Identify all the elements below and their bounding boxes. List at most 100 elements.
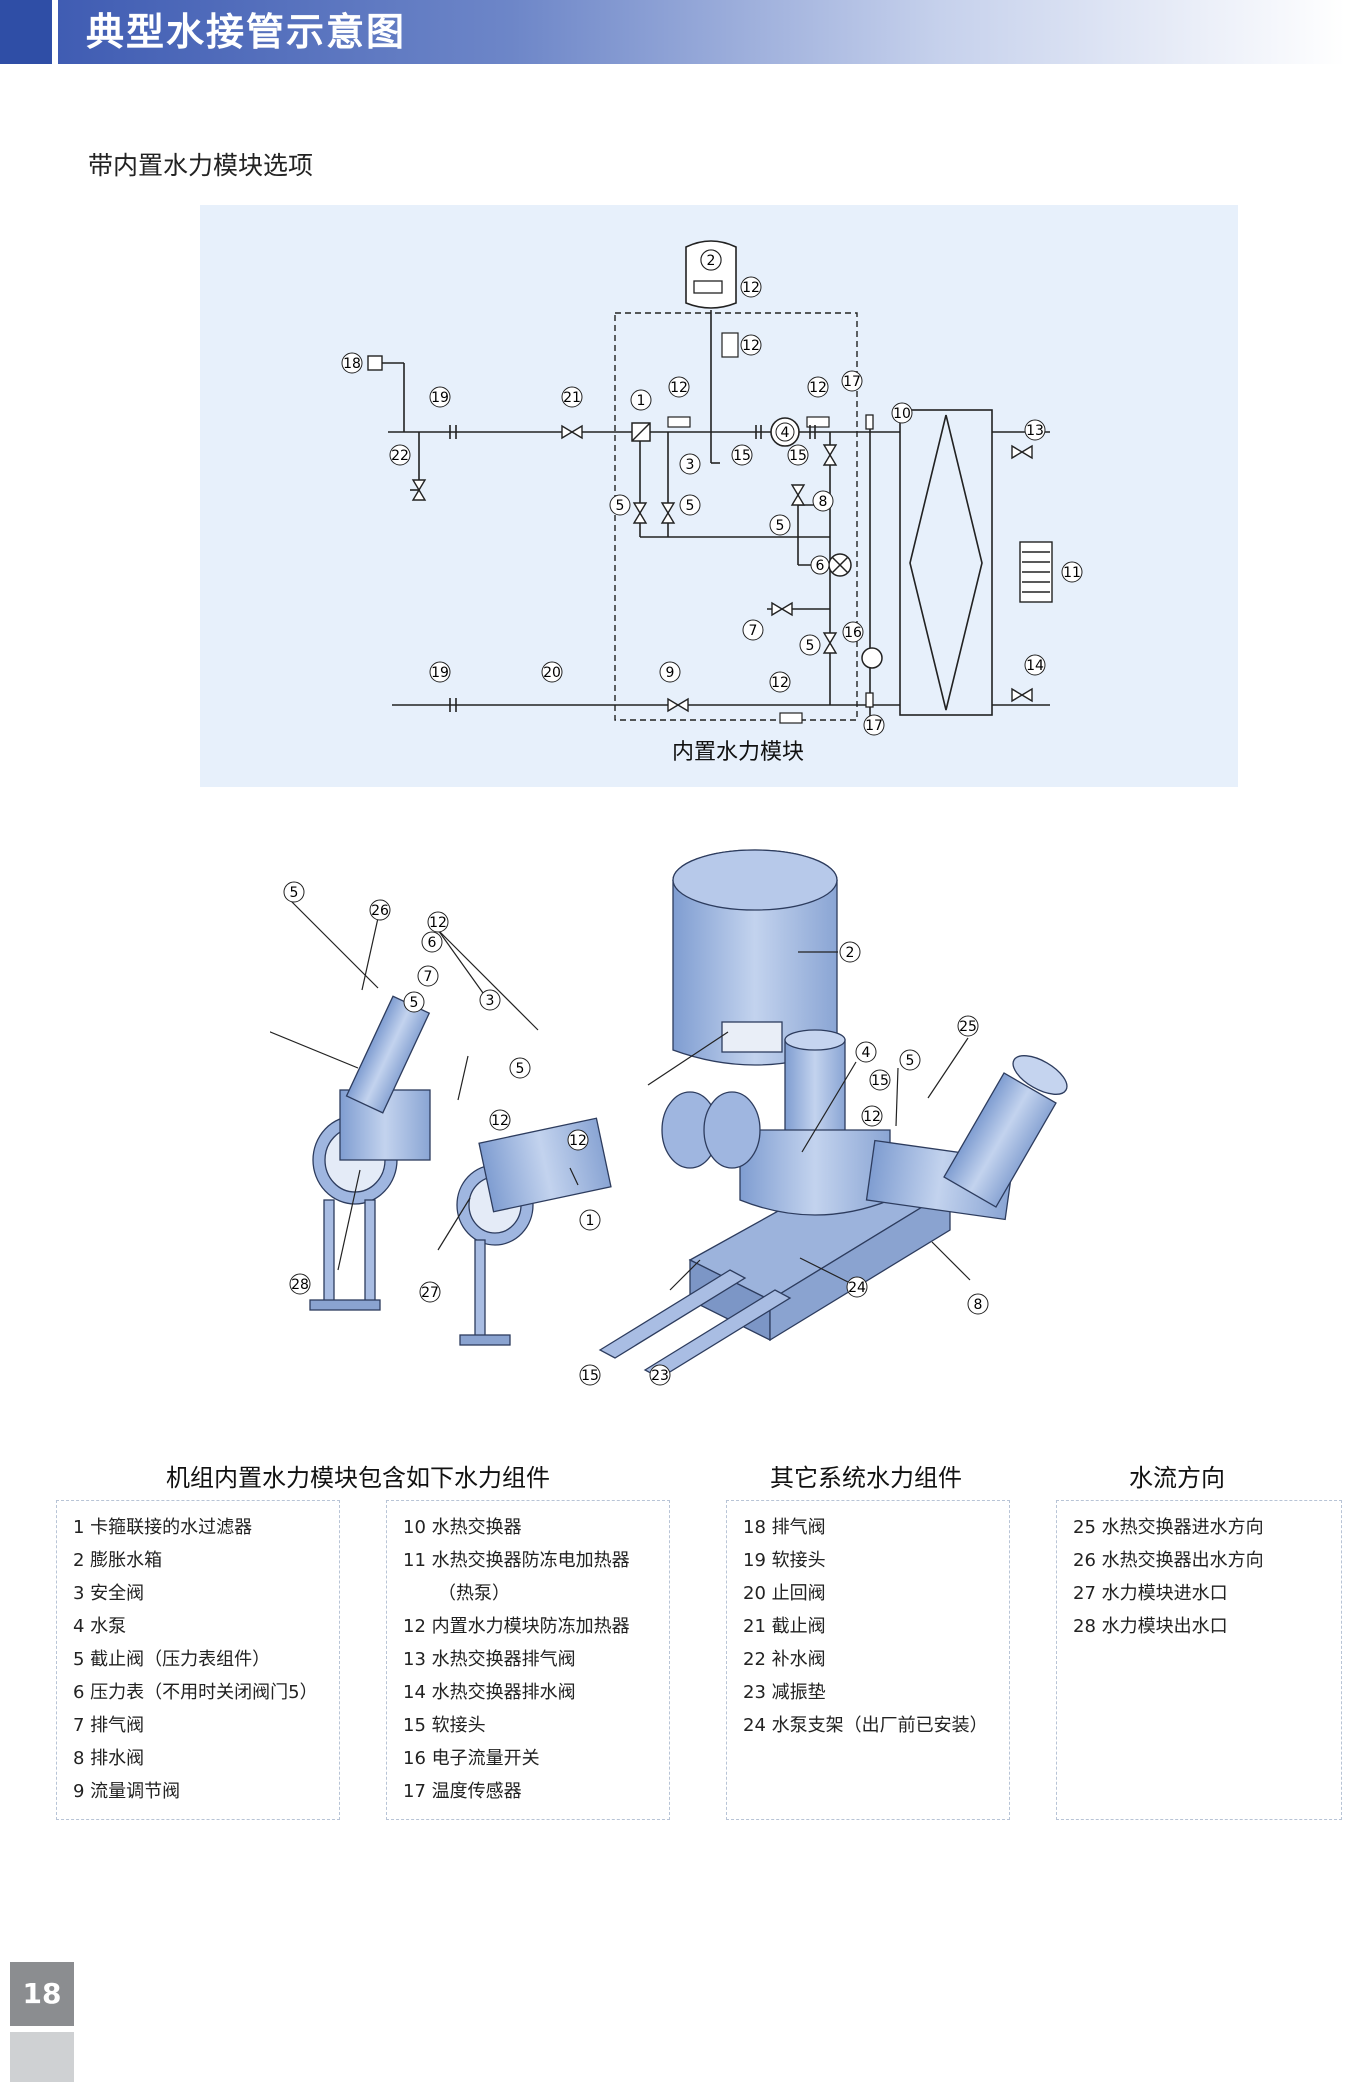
callout-19a: 19 <box>429 386 451 408</box>
pcallout-5d: 5 <box>509 1057 531 1079</box>
callout-12a: 12 <box>740 276 762 298</box>
pcallout-1: 1 <box>579 1209 601 1231</box>
pcallout-15a: 15 <box>869 1069 891 1091</box>
callout-10: 10 <box>891 402 913 424</box>
temp-sensor-icon <box>865 692 874 708</box>
svg-text:6: 6 <box>428 935 437 951</box>
svg-text:5: 5 <box>686 498 695 514</box>
svg-text:5: 5 <box>906 1053 915 1069</box>
svg-text:1: 1 <box>637 393 646 409</box>
callout-19b: 19 <box>429 661 451 683</box>
svg-text:9: 9 <box>666 665 675 681</box>
schematic-svg: 2 12 12 18 19 21 1 12 12 17 10 4 22 3 15… <box>341 240 1083 736</box>
pcallout-4: 4 <box>855 1041 877 1063</box>
callout-6: 6 <box>810 555 830 575</box>
list-item: 27 水力模块进水口 <box>1073 1583 1228 1604</box>
list-item: 9 流量调节阀 <box>73 1781 181 1802</box>
list-item: 4 水泵 <box>73 1616 127 1637</box>
callout-13: 13 <box>1024 419 1046 441</box>
svg-text:14: 14 <box>1026 658 1044 674</box>
list-item: 16 电子流量开关 <box>403 1748 540 1769</box>
list-item: （热泵） <box>438 1583 510 1604</box>
svg-text:2: 2 <box>846 945 855 961</box>
callout-22: 22 <box>389 444 411 466</box>
list-item: 21 截止阀 <box>743 1616 826 1637</box>
svg-text:4: 4 <box>781 425 790 441</box>
list-item: 28 水力模块出水口 <box>1073 1616 1228 1637</box>
svg-text:16: 16 <box>844 625 862 641</box>
callout-17b: 17 <box>863 714 885 736</box>
svg-text:20: 20 <box>543 665 561 681</box>
callout-12c: 12 <box>668 376 690 398</box>
svg-text:25: 25 <box>959 1019 977 1035</box>
page-number: 18 <box>10 1962 74 2026</box>
svg-text:17: 17 <box>843 374 861 390</box>
pcallout-8: 8 <box>967 1293 989 1315</box>
legend-box-internal-right: 10 水热交换器 11 水热交换器防冻电加热器 （热泵） 12 内置水力模块防冻… <box>386 1500 670 1820</box>
filter-icon <box>631 422 651 442</box>
svg-text:4: 4 <box>862 1045 871 1061</box>
header-gap <box>52 0 58 64</box>
temp-sensor-icon <box>865 414 874 430</box>
callout-12e: 12 <box>769 671 791 693</box>
list-item: 18 排气阀 <box>743 1517 826 1538</box>
pcallout-5b: 5 <box>403 991 425 1013</box>
svg-text:3: 3 <box>686 457 695 473</box>
svg-text:15: 15 <box>871 1073 889 1089</box>
svg-text:12: 12 <box>742 280 760 296</box>
list-item: 19 软接头 <box>743 1550 826 1571</box>
svg-text:6: 6 <box>816 558 825 574</box>
list-item: 17 温度传感器 <box>403 1781 522 1802</box>
section-subtitle: 带内置水力模块选项 <box>88 151 314 180</box>
svg-text:5: 5 <box>516 1061 525 1077</box>
svg-text:28: 28 <box>291 1277 309 1293</box>
svg-text:5: 5 <box>410 995 419 1011</box>
callout-2: 2 <box>700 249 722 271</box>
svg-text:27: 27 <box>421 1285 439 1301</box>
legend-box-system: 18 排气阀 19 软接头 20 止回阀 21 截止阀 22 补水阀 23 减振… <box>726 1500 1010 1820</box>
svg-text:12: 12 <box>771 675 789 691</box>
legend-title-flow: 水流方向 <box>1129 1464 1225 1492</box>
svg-text:12: 12 <box>670 380 688 396</box>
callout-11: 11 <box>1061 561 1083 583</box>
svg-text:12: 12 <box>863 1109 881 1125</box>
list-item: 11 水热交换器防冻电加热器 <box>403 1550 630 1571</box>
flow-switch-icon <box>861 647 883 669</box>
svg-text:22: 22 <box>391 448 409 464</box>
callout-17a: 17 <box>841 370 863 392</box>
page-title: 典型水接管示意图 <box>86 10 407 54</box>
callout-5d: 5 <box>799 634 821 656</box>
list-item: 23 减振垫 <box>743 1682 826 1703</box>
pcallout-12b: 12 <box>861 1105 883 1127</box>
svg-text:5: 5 <box>616 498 625 514</box>
svg-text:26: 26 <box>371 903 389 919</box>
pcallout-24: 24 <box>846 1276 868 1298</box>
svg-text:18: 18 <box>343 356 361 372</box>
callout-15b: 15 <box>787 444 809 466</box>
list-item: 25 水热交换器进水方向 <box>1073 1517 1264 1538</box>
pcallout-5a: 5 <box>283 881 305 903</box>
svg-text:24: 24 <box>848 1280 866 1296</box>
list-item: 26 水热交换器出水方向 <box>1073 1550 1264 1571</box>
heater-12-icons <box>667 332 830 724</box>
page-number-strip <box>10 2032 74 2082</box>
schematic-callouts: 2 12 12 18 19 21 1 12 12 17 10 4 22 3 15… <box>341 249 1083 736</box>
header-accent-block <box>0 0 52 64</box>
vent-icon <box>367 355 383 371</box>
callout-9: 9 <box>659 661 681 683</box>
illustration-callouts: 5 26 12 6 7 9 3 5 2 4 5 25 15 12 5 12 12… <box>199 881 989 1386</box>
pcallout-28: 28 <box>289 1273 311 1295</box>
list-item: 22 补水阀 <box>743 1649 826 1670</box>
flex-joint-icons <box>449 425 816 712</box>
callout-7: 7 <box>742 619 764 641</box>
valve-icons <box>411 424 1033 713</box>
equipment-svg: 5 26 12 6 7 9 3 5 2 4 5 25 15 12 5 12 12… <box>199 849 1068 1386</box>
callout-5a: 5 <box>609 494 631 516</box>
legend-title-internal: 机组内置水力模块包含如下水力组件 <box>166 1464 550 1492</box>
list-item: 6 压力表（不用时关闭阀门5） <box>73 1682 318 1703</box>
svg-text:7: 7 <box>749 623 758 639</box>
callout-5c: 5 <box>769 514 791 536</box>
list-item: 2 膨胀水箱 <box>73 1550 163 1571</box>
list-item: 3 安全阀 <box>73 1583 145 1604</box>
callout-21: 21 <box>561 386 583 408</box>
